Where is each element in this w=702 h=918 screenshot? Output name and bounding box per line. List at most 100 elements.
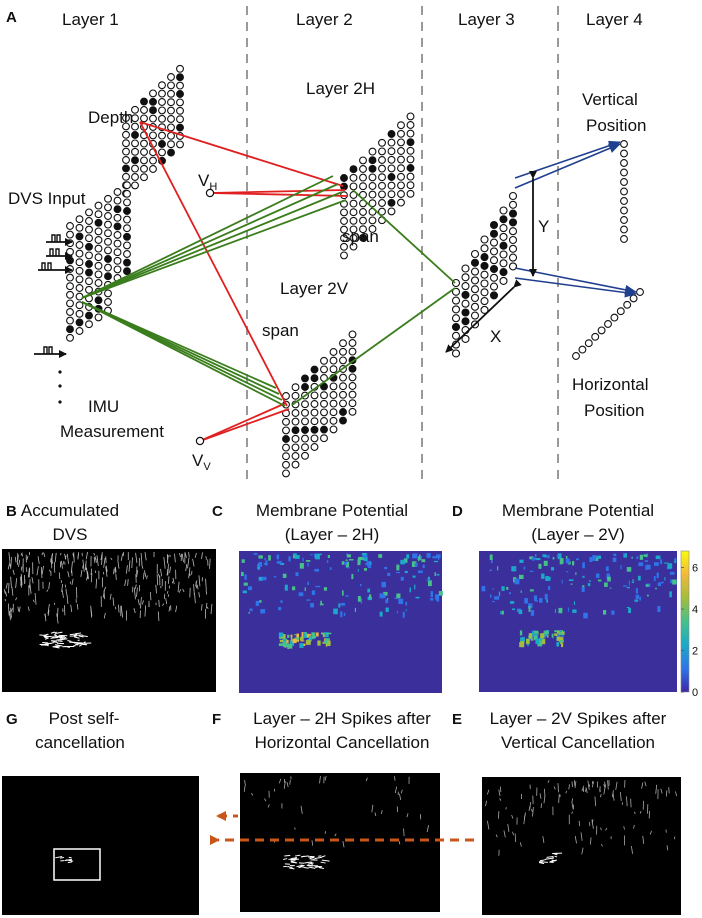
panel-c-title-line2: (Layer – 2H) [285, 525, 379, 544]
object-mark [50, 631, 56, 634]
object-mark [321, 855, 326, 858]
potential-mark [537, 634, 539, 640]
potential-mark [317, 553, 322, 556]
potential-mark [405, 609, 407, 612]
neuron [85, 225, 93, 234]
span-v-label: span [262, 321, 299, 340]
event-mark [56, 613, 59, 624]
potential-mark [307, 581, 310, 586]
neuron [301, 383, 309, 391]
event-mark [194, 593, 196, 604]
potential-mark [360, 598, 363, 604]
neuron [349, 216, 358, 225]
potential-mark [396, 564, 400, 571]
potential-mark [344, 561, 348, 565]
potential-mark [436, 598, 440, 602]
object-mark [310, 862, 314, 864]
event-mark [539, 793, 542, 799]
potential-mark [544, 630, 549, 635]
event-mark [571, 811, 573, 814]
neuron [310, 417, 319, 426]
event-mark [90, 573, 93, 583]
event-mark [584, 788, 587, 792]
neuron [489, 264, 499, 274]
event-mark [600, 827, 602, 831]
event-mark [243, 783, 246, 792]
colorbar-tick-label: 2 [692, 646, 698, 658]
potential-mark [343, 612, 346, 617]
panel-b-title-line2: DVS [53, 525, 88, 544]
object-mark [52, 646, 60, 649]
event-mark [90, 568, 93, 575]
potential-mark [294, 634, 296, 636]
event-mark [86, 575, 88, 581]
neuron [508, 209, 518, 218]
neuron [301, 400, 309, 409]
object-mark [304, 861, 312, 864]
object-mark [283, 858, 288, 860]
neuron [508, 227, 518, 236]
neuron [66, 290, 74, 299]
object-mark [64, 645, 70, 648]
event-mark [28, 568, 31, 578]
event-mark [571, 781, 573, 788]
neuron [140, 139, 148, 148]
potential-mark [422, 564, 425, 569]
neuron [359, 216, 367, 225]
potential-mark [582, 575, 585, 578]
potential-mark [357, 569, 359, 572]
neuron [508, 253, 518, 262]
potential-mark [582, 562, 585, 569]
potential-mark [310, 554, 314, 556]
event-mark [90, 608, 93, 618]
neuron [397, 129, 405, 138]
event-mark [146, 575, 148, 580]
potential-mark [292, 555, 297, 559]
potential-mark [314, 568, 320, 572]
potential-mark [244, 574, 247, 580]
event-mark [63, 605, 66, 616]
event-mark [581, 847, 584, 855]
event-mark [674, 836, 676, 840]
event-mark [581, 787, 584, 791]
neuron [368, 182, 377, 190]
event-mark [94, 570, 97, 574]
event-mark [105, 566, 108, 577]
event-mark [371, 804, 374, 813]
event-mark [311, 840, 314, 846]
neuron [387, 130, 396, 138]
neuron [368, 190, 377, 199]
potential-mark [609, 587, 612, 589]
event-mark [110, 557, 113, 561]
panel-g-title-line2: cancellation [35, 733, 125, 752]
event-mark [135, 552, 138, 564]
potential-mark [638, 562, 644, 567]
potential-mark [561, 635, 564, 638]
vv-input-neuron [195, 436, 205, 446]
neuron [104, 246, 112, 255]
potential-mark [341, 561, 345, 565]
potential-mark [604, 582, 608, 587]
event-mark [112, 597, 115, 606]
neuron [451, 331, 461, 340]
potential-mark [631, 581, 635, 584]
potential-mark [414, 562, 418, 567]
potential-mark [646, 553, 648, 558]
event-mark [591, 781, 595, 788]
event-mark [603, 784, 606, 788]
neuron [167, 81, 175, 90]
neuron [378, 207, 386, 216]
event-mark [634, 811, 636, 815]
neuron [461, 282, 470, 291]
potential-mark [511, 566, 517, 572]
potential-mark [556, 636, 560, 641]
event-mark [137, 599, 140, 606]
potential-mark [518, 574, 524, 579]
neuron [339, 390, 347, 399]
event-mark [9, 561, 11, 568]
neuron [480, 297, 489, 306]
event-mark [182, 588, 185, 593]
event-mark [264, 798, 267, 802]
orange-dashed-arrows [210, 811, 474, 845]
neuron [329, 382, 338, 391]
